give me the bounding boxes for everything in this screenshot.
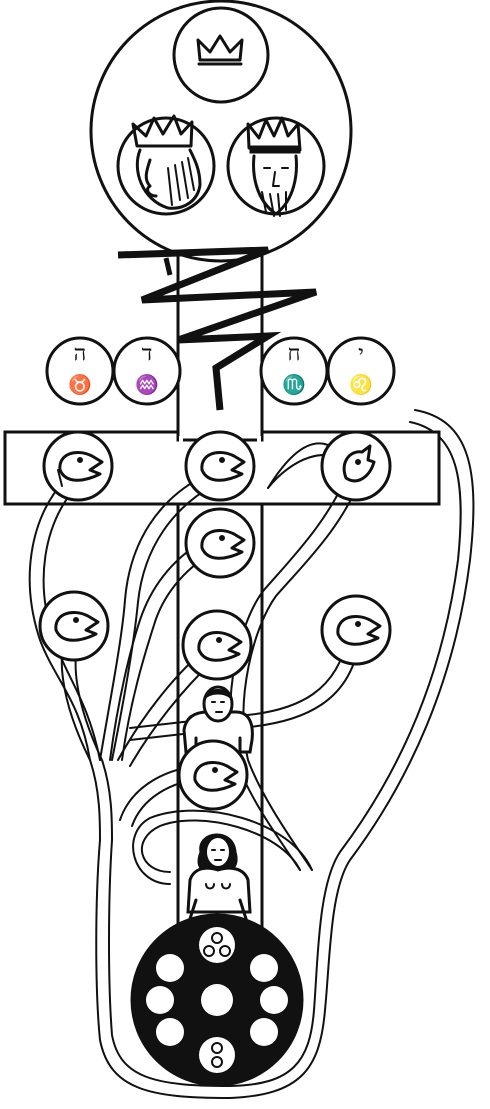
crowned-king-icon xyxy=(246,116,302,217)
hebrew-letter-mid-left: ד xyxy=(142,342,153,367)
serpent-head-icon xyxy=(197,631,243,662)
serpent-head-icon xyxy=(200,451,246,482)
serpent-medallion-center-second xyxy=(184,507,256,579)
serpent-head-icon xyxy=(193,761,239,792)
serpent-head-icon xyxy=(57,451,104,487)
outer-serpent-loop-inner xyxy=(108,421,462,1087)
serpent-medallion-center-third xyxy=(181,609,253,681)
serpent-head-icon xyxy=(54,611,100,642)
crown-medallion xyxy=(172,6,270,104)
serpent-head-icon xyxy=(342,444,376,483)
serpent-head-icon xyxy=(336,615,382,646)
letter-medallion-mid-right: ח ♏ xyxy=(259,336,329,406)
queen-medallion xyxy=(116,116,216,216)
serpent-medallion-right-lower xyxy=(320,594,392,666)
outer-serpent-loop xyxy=(95,409,475,1099)
letter-medallion-far-right: י ♌ xyxy=(326,336,396,406)
zodiac-sign-mid-right: ♏ xyxy=(282,373,306,396)
zodiac-sign-mid-left: ♒ xyxy=(135,373,159,396)
serpent-head-icon xyxy=(200,529,246,560)
zodiac-sign-far-left: ♉ xyxy=(68,373,92,396)
hebrew-letter-far-left: ה xyxy=(74,342,87,367)
hebrew-letter-far-right: י xyxy=(358,342,364,367)
human-woman-icon xyxy=(186,833,252,914)
serpent-medallion-right-upper xyxy=(320,430,392,502)
serpent-medallion-left-upper xyxy=(42,430,114,502)
letter-medallion-mid-left: ד ♒ xyxy=(112,336,182,406)
serpent-medallion-center-fourth xyxy=(177,739,249,811)
zodiac-sign-far-right: ♌ xyxy=(349,373,373,396)
crowned-queen-icon xyxy=(131,114,202,210)
nine-circle-disk-icon xyxy=(130,913,304,1087)
letter-medallion-far-left: ה ♉ xyxy=(45,336,115,406)
crown-icon xyxy=(196,34,244,66)
lightning-flash-icon xyxy=(117,246,318,411)
hebrew-letter-mid-right: ח xyxy=(287,342,300,367)
serpent-medallion-left-lower xyxy=(38,590,110,662)
serpent-medallion-center-upper xyxy=(184,430,256,502)
